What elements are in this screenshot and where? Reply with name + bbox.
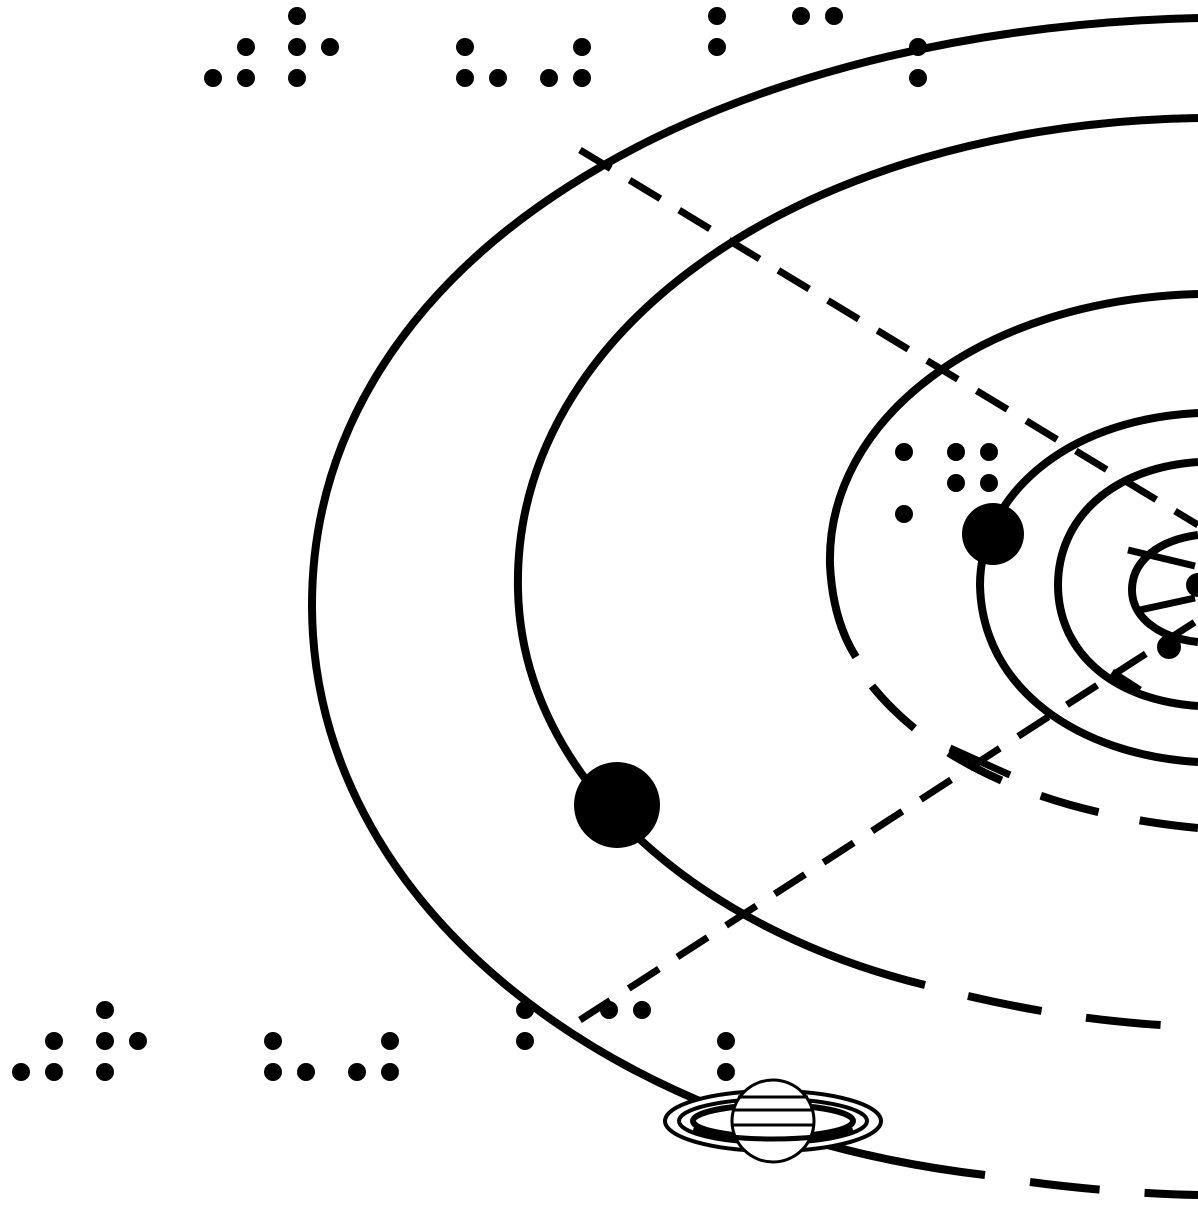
braille-dot: [45, 1032, 63, 1050]
braille-dot: [321, 38, 339, 56]
braille-dot: [895, 443, 913, 461]
braille-dot: [825, 7, 843, 25]
braille-dot: [633, 1001, 651, 1019]
braille-dot: [980, 443, 998, 461]
braille-dot: [12, 1063, 30, 1081]
braille-dot: [717, 1032, 735, 1050]
sun-edge: [1186, 573, 1198, 597]
small-planet: [1157, 635, 1181, 659]
medium-planet: [962, 503, 1024, 565]
braille-dot: [297, 1063, 315, 1081]
orbit-group: [312, 18, 1198, 1195]
tick-mark: [1140, 598, 1195, 610]
braille-layer: [12, 7, 998, 1081]
braille-dot: [96, 1001, 114, 1019]
braille-dot: [947, 474, 965, 492]
braille-dot: [947, 443, 965, 461]
guide-line-upper: [580, 150, 1198, 525]
braille-dot: [237, 69, 255, 87]
braille-dot: [381, 1063, 399, 1081]
tick-mark: [1100, 478, 1130, 496]
braille-dot: [96, 1032, 114, 1050]
outer-orbit-dashed: [968, 996, 1198, 1027]
outermost-orbit-dashed: [1030, 1182, 1198, 1195]
braille-dot: [348, 1063, 366, 1081]
braille-dot: [264, 1032, 282, 1050]
planet-body: [732, 1080, 814, 1162]
braille-dot: [456, 69, 474, 87]
braille-dot: [717, 1063, 735, 1081]
outermost-orbit: [312, 18, 1198, 1175]
braille-dot: [600, 1001, 618, 1019]
braille-dot: [895, 505, 913, 523]
braille-dot: [489, 69, 507, 87]
braille-dot: [909, 38, 927, 56]
braille-dot: [204, 69, 222, 87]
braille-dot: [129, 1032, 147, 1050]
braille-dot: [980, 474, 998, 492]
braille-dot: [237, 38, 255, 56]
braille-dot: [573, 38, 591, 56]
braille-dot: [288, 69, 306, 87]
braille-dot: [909, 69, 927, 87]
braille-dot: [516, 1001, 534, 1019]
braille-dot: [96, 1063, 114, 1081]
braille-dot: [264, 1063, 282, 1081]
large-planet: [574, 762, 660, 848]
braille-dot: [516, 1032, 534, 1050]
braille-dot: [792, 7, 810, 25]
braille-dot: [573, 69, 591, 87]
braille-dot: [381, 1032, 399, 1050]
braille-dot: [708, 7, 726, 25]
braille-dot: [45, 1063, 63, 1081]
braille-dot: [540, 69, 558, 87]
outer-orbit: [518, 118, 1198, 985]
braille-dot: [456, 38, 474, 56]
braille-dot: [288, 7, 306, 25]
braille-dot: [288, 38, 306, 56]
braille-dot: [708, 38, 726, 56]
